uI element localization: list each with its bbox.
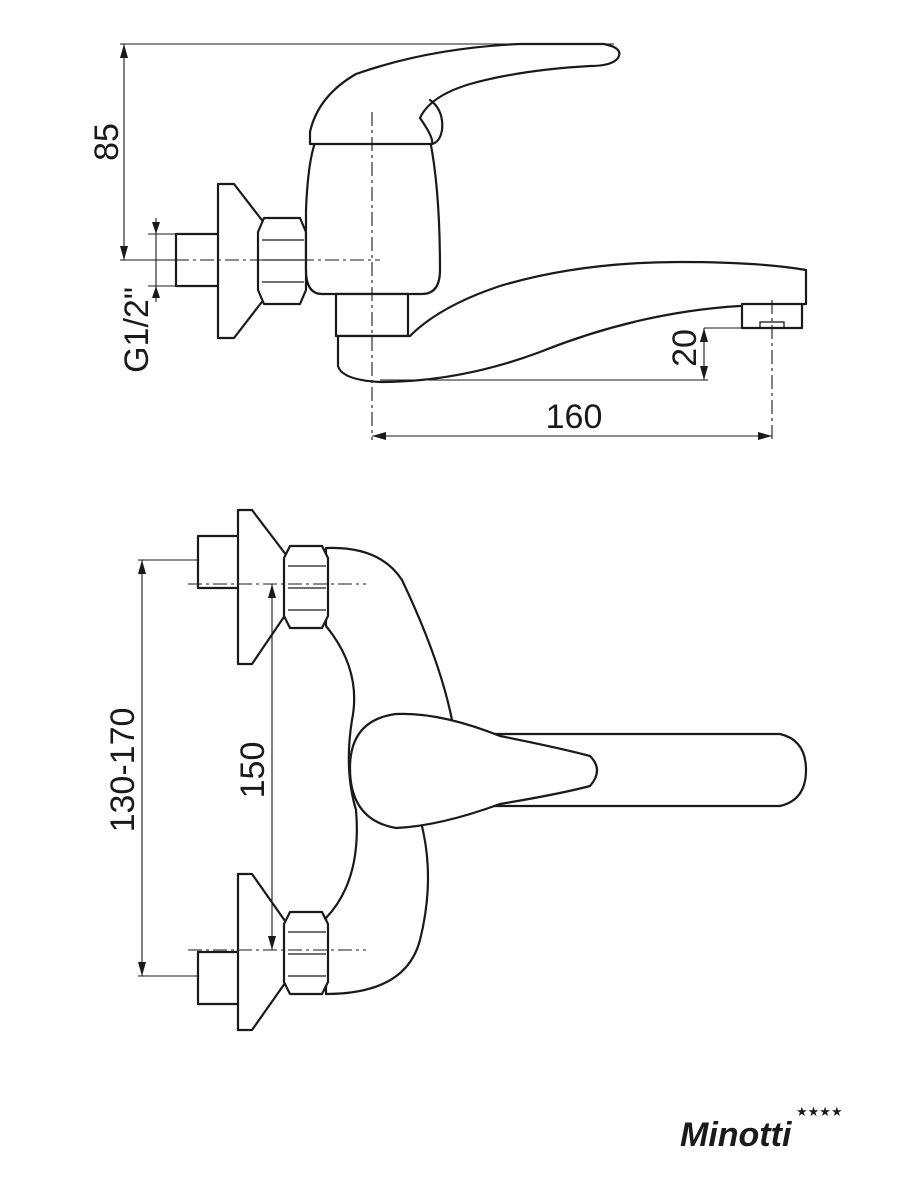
nut-upper — [282, 544, 330, 630]
top-view: 130-170 150 — [104, 508, 808, 1032]
hex-nut — [256, 216, 308, 306]
brand-stars: ★★★★ — [796, 1105, 843, 1120]
lever-handle — [308, 42, 621, 146]
spout — [336, 260, 808, 384]
side-view: 85 G1/2" 20 160 — [88, 42, 808, 440]
flange-lower — [236, 872, 292, 1032]
dim-center-distance-label: 150 — [234, 742, 272, 799]
inlet-pipe-upper — [196, 534, 242, 590]
dim-thread-label: G1/2" — [118, 287, 156, 373]
faucet-body — [304, 138, 442, 296]
brand-logo: Minotti ★★★★ — [680, 1105, 843, 1154]
lever-top — [348, 712, 599, 830]
flange-upper — [236, 508, 292, 666]
lever-cap — [428, 98, 444, 146]
brand-name: Minotti — [680, 1116, 793, 1154]
nut-lower — [282, 910, 330, 996]
inlet-pipe-lower — [196, 950, 242, 1006]
dim-height-label: 85 — [88, 123, 126, 161]
dim-spout-height-label: 20 — [666, 329, 704, 367]
dim-center-range-label: 130-170 — [104, 708, 142, 833]
dim-spout-reach-label: 160 — [546, 398, 603, 436]
